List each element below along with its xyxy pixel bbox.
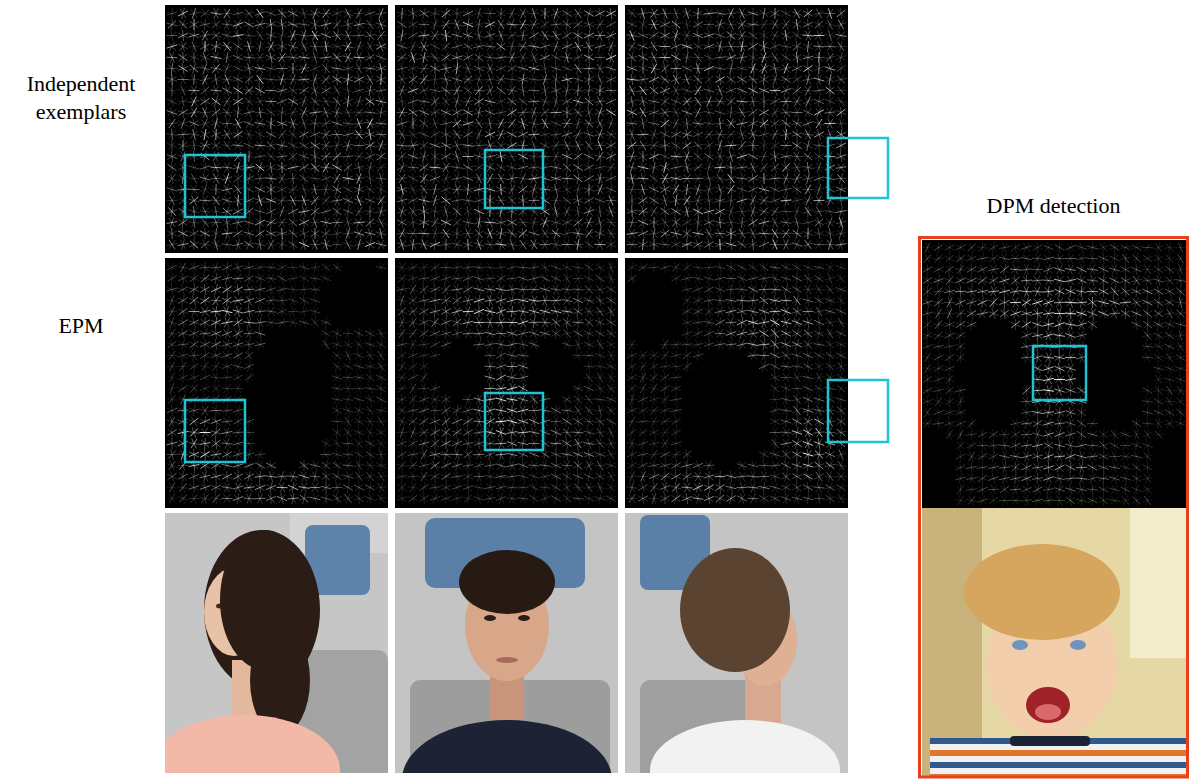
hog-stroke	[485, 79, 496, 80]
hog-stroke	[189, 46, 200, 47]
hog-stroke	[238, 129, 239, 140]
hog-stroke	[167, 200, 178, 201]
panel-ground	[395, 5, 618, 253]
hog-stroke	[211, 178, 222, 179]
hog-stroke	[402, 63, 403, 74]
hog-stroke	[485, 233, 496, 234]
hog-exemplar	[395, 5, 618, 253]
hog-stroke	[260, 217, 261, 228]
hog-stroke	[490, 30, 491, 41]
hog-stroke	[315, 206, 316, 217]
hog-stroke	[255, 112, 266, 113]
hog-stroke	[337, 8, 338, 19]
hog-stroke	[496, 200, 507, 201]
hog-stroke	[238, 30, 239, 41]
hog-stroke	[424, 173, 425, 184]
